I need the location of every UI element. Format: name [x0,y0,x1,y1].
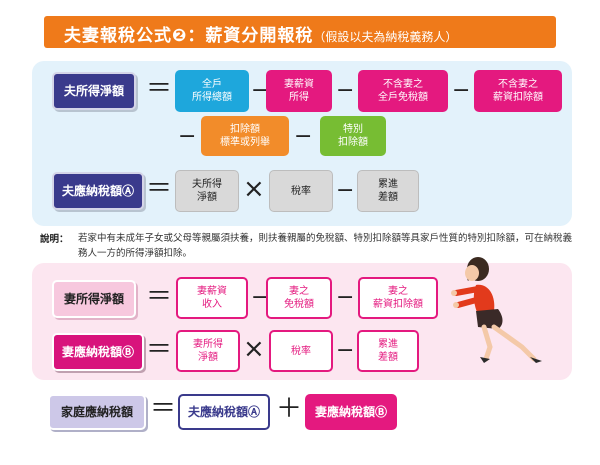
minus-sign: − [251,285,270,310]
exemption-excl-wife-box: 不含妻之 全戶免稅額 [358,70,448,112]
minus-sign: − [251,78,270,103]
family-husband-tax-box: 夫應納稅額Ⓐ [178,394,270,430]
wife-salary-income-box: 妻薪資 收入 [176,277,248,319]
minus-sign: − [336,285,355,310]
woman-pushing-illustration [451,257,542,363]
wife-salary-deduction-box: 妻之 薪資扣除額 [358,277,438,319]
times-sign: × [243,334,265,364]
note-text: 若家中有未成年子女或父母等親屬須扶養，則扶養親屬的免稅額、特別扣除額等具家戶性質… [78,233,573,259]
times-sign: × [243,174,265,204]
salary-deduction-excl-wife-box: 不含妻之 薪資扣除額 [474,70,562,112]
title-bar [44,16,556,48]
equals-sign: ＝ [146,335,173,365]
wife-net-income-label: 妻所得淨額 [52,280,136,318]
minus-sign: − [294,124,313,149]
wife-exemption-box: 妻之 免稅額 [266,277,332,319]
equals-sign: ＝ [146,174,173,204]
minus-sign: − [178,124,197,149]
progressive-difference-box: 累進 差額 [357,170,419,212]
minus-sign: − [336,78,355,103]
wife-salary-box: 妻薪資 所得 [266,70,332,112]
tax-rate-box: 稅率 [269,330,333,372]
family-tax-label: 家庭應納稅額 [48,394,146,430]
husband-net-income-box: 夫所得 淨額 [175,170,239,212]
title-main: 夫妻報稅公式❷：薪資分開報稅 [64,26,314,46]
minus-sign: − [452,78,471,103]
plus-sign: ＋ [276,394,303,424]
note-label: 說明： [40,234,69,245]
minus-sign: − [336,178,355,203]
page-title: 夫妻報稅公式❷：薪資分開報稅（假設以夫為納稅義務人） [64,21,457,46]
tax-rate-box: 稅率 [269,170,333,212]
special-deduction-box: 特別 扣除額 [320,116,386,156]
equals-sign: ＝ [146,74,173,104]
husband-net-income-label: 夫所得淨額 [52,72,136,110]
total-household-income-box: 全戶 所得總額 [175,70,249,112]
title-subtitle: （假設以夫為納稅義務人） [313,30,458,44]
family-wife-tax-box: 妻應納稅額Ⓑ [305,394,397,430]
progressive-difference-box: 累進 差額 [357,330,419,372]
equals-sign: ＝ [150,394,177,424]
equals-sign: ＝ [146,282,173,312]
wife-tax-label: 妻應納稅額Ⓑ [52,333,144,371]
minus-sign: − [336,338,355,363]
standard-itemized-deduction-box: 扣除額 標準或列舉 [201,116,289,156]
husband-tax-label: 夫應納稅額Ⓐ [52,172,144,210]
wife-net-income-box: 妻所得 淨額 [176,330,240,372]
